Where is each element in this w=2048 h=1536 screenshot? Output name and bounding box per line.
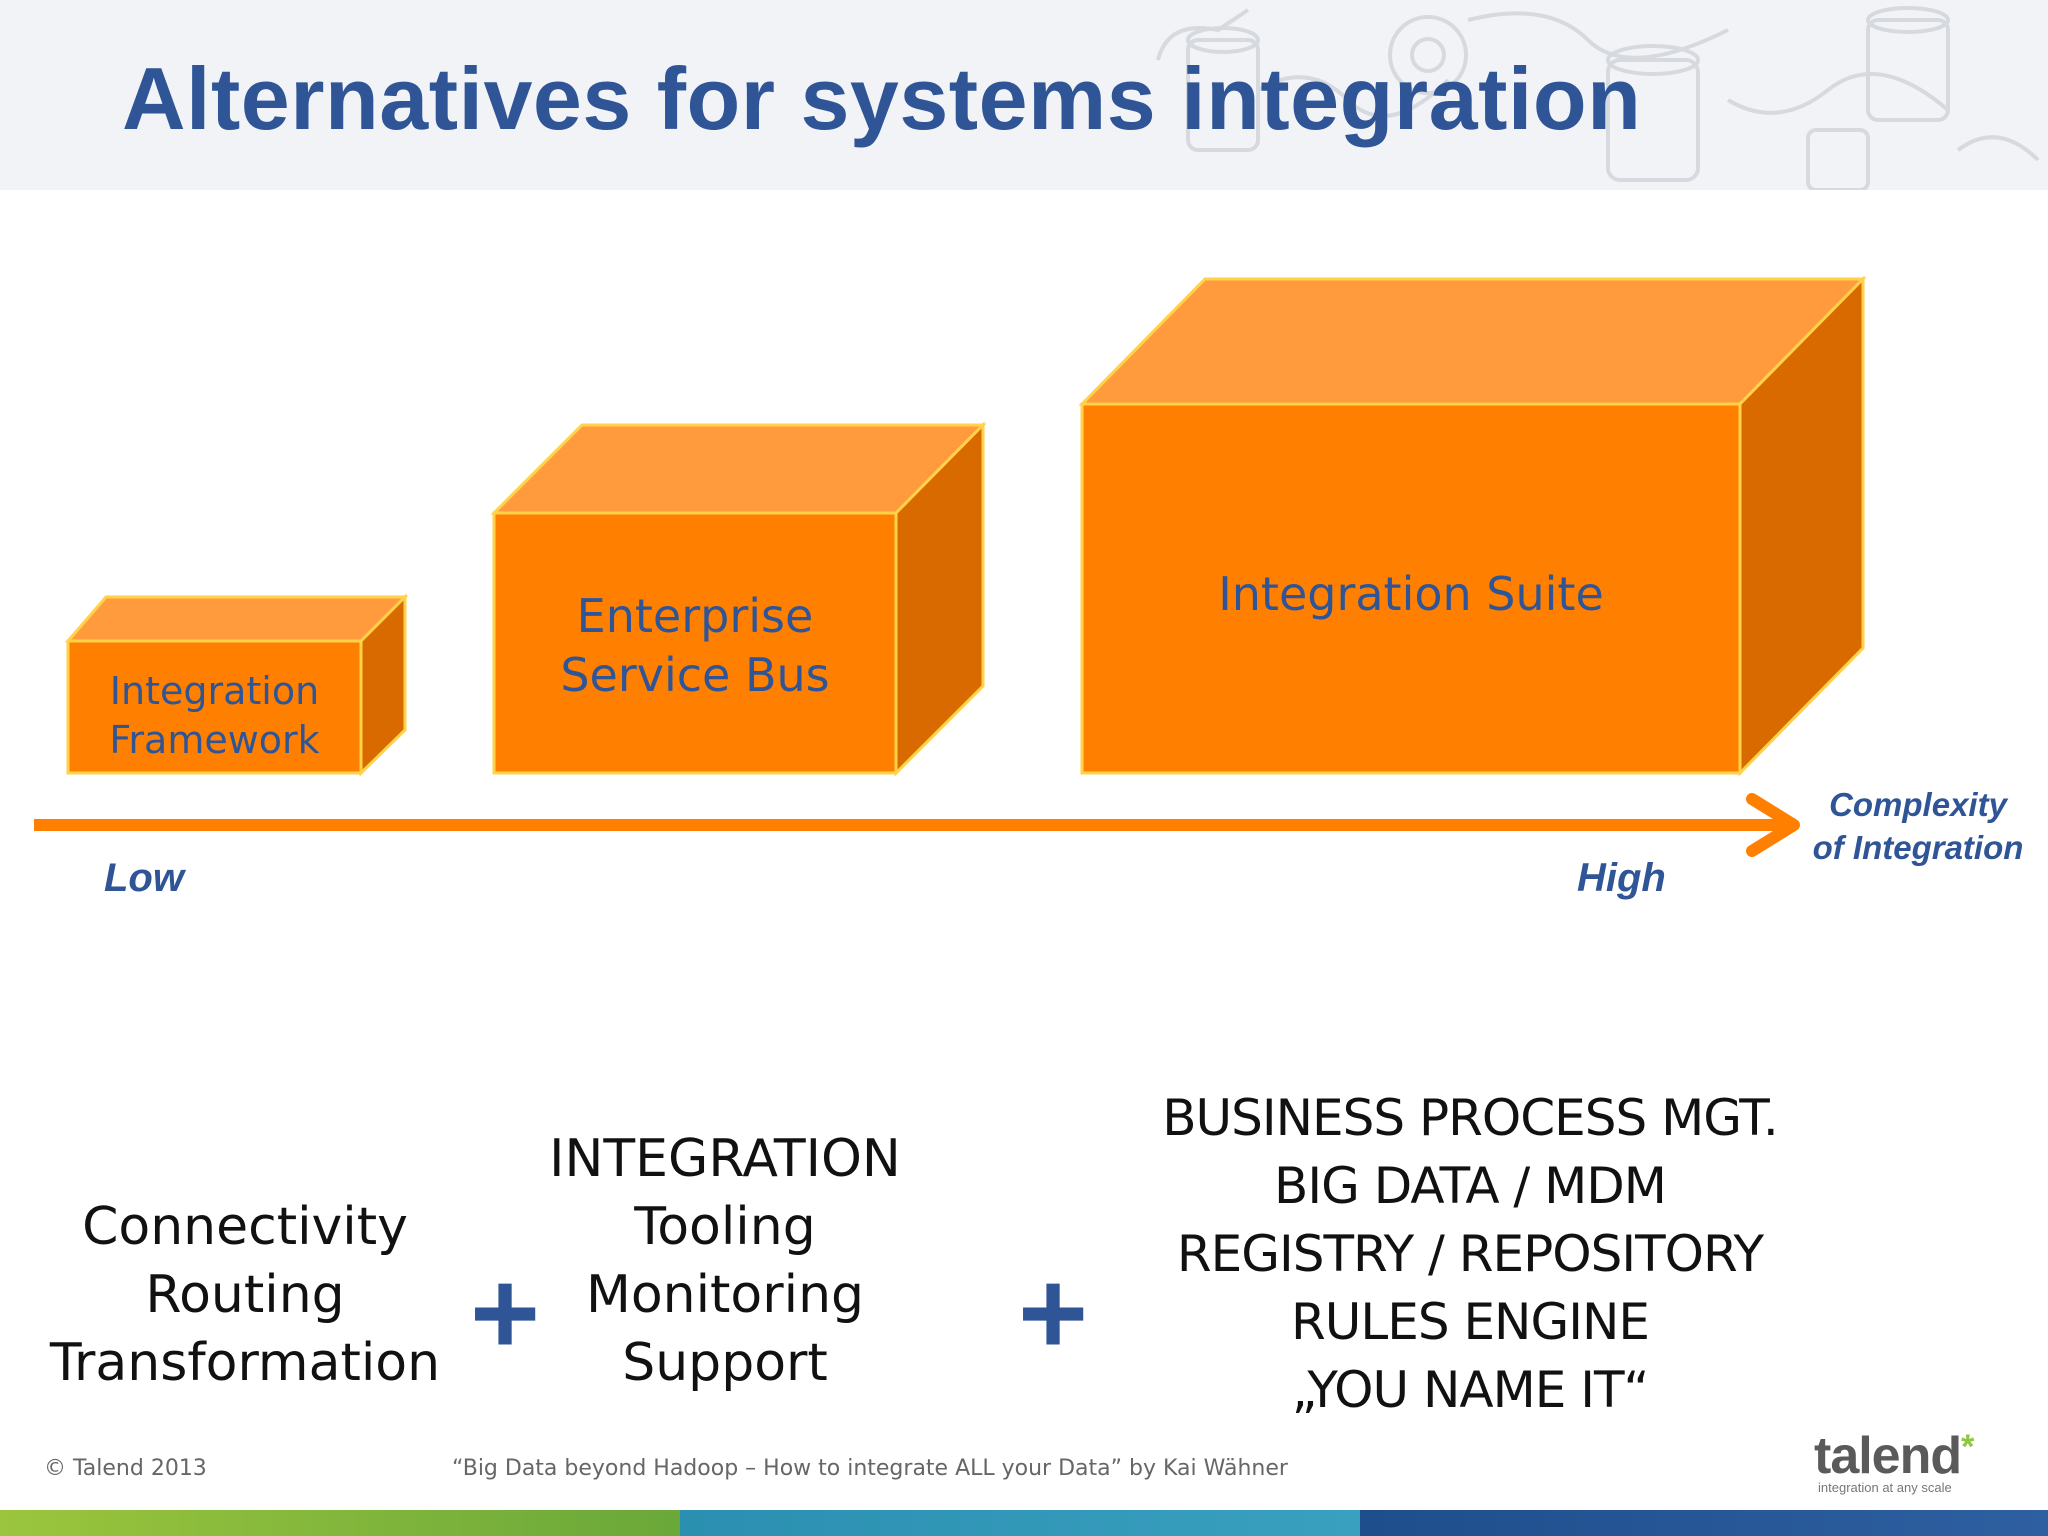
axis-label-line: of Integration — [1812, 828, 2024, 866]
feature-line: Transformation — [49, 1333, 441, 1393]
complexity-axis-arrow — [34, 793, 1800, 857]
axis-complexity-label: Complexity of Integration — [1800, 784, 2036, 870]
box-integration-suite — [1078, 275, 1867, 777]
footer-caption: “Big Data beyond Hadoop – How to integra… — [452, 1456, 1288, 1481]
box-front-face — [66, 639, 363, 775]
band-blue — [1360, 1510, 2048, 1536]
feature-line: RULES ENGINE — [1291, 1293, 1650, 1351]
plus-sign: + — [1018, 1246, 1089, 1380]
logo-word: talend — [1814, 1427, 1962, 1485]
feature-line: BUSINESS PROCESS MGT. — [1162, 1089, 1778, 1147]
box-enterprise-service-bus — [490, 421, 987, 777]
label-line: Framework — [109, 717, 320, 762]
feature-line: Support — [622, 1333, 828, 1393]
feature-line: INTEGRATION — [549, 1129, 901, 1189]
copyright-text: © Talend 2013 — [44, 1456, 207, 1481]
logo-star-icon: * — [1961, 1428, 1974, 1466]
feature-line: Monitoring — [585, 1265, 865, 1325]
features-esb: INTEGRATION Tooling Monitoring Support — [520, 1125, 930, 1397]
label-integration-framework: Integration Framework — [68, 667, 361, 764]
header-band: Alternatives for systems integration — [0, 0, 2048, 190]
box-front-face — [492, 511, 898, 775]
axis-high-label: High — [1577, 856, 1666, 900]
label-line: Integration Suite — [1218, 567, 1604, 621]
label-line: Enterprise — [576, 589, 814, 643]
band-teal — [680, 1510, 1360, 1536]
box-top-face — [64, 595, 409, 643]
feature-line: Tooling — [634, 1197, 816, 1257]
features-framework: Connectivity Routing Transformation — [40, 1193, 450, 1397]
talend-logo: talend* integration at any scale — [1814, 1427, 1974, 1495]
axis-low-label: Low — [104, 856, 184, 900]
label-integration-suite: Integration Suite — [1082, 565, 1740, 624]
sketch-illustration — [1156, 6, 2040, 190]
band-green — [0, 1510, 680, 1536]
label-line: Service Bus — [560, 647, 830, 702]
bottom-color-band — [0, 1510, 2048, 1536]
box-front-face — [1080, 402, 1742, 775]
label-enterprise-service-bus: Enterprise Service Bus — [494, 587, 896, 705]
feature-line: „YOU NAME IT“ — [1291, 1361, 1650, 1419]
arrow-head — [1746, 793, 1800, 857]
plus-sign: + — [470, 1246, 541, 1380]
box-integration-framework — [64, 593, 409, 777]
slide-title: Alternatives for systems integration — [122, 49, 1642, 148]
integration-complexity-diagram — [34, 275, 1867, 857]
feature-line: BIG DATA / MDM — [1274, 1157, 1667, 1215]
label-line: Integration — [109, 669, 320, 713]
box-top-face — [1078, 277, 1867, 406]
feature-line: REGISTRY / REPOSITORY — [1176, 1225, 1764, 1283]
feature-line: Connectivity — [82, 1197, 408, 1257]
axis-label-line: Complexity — [1829, 786, 2007, 823]
logo-tagline: integration at any scale — [1818, 1480, 1952, 1495]
feature-line: Routing — [145, 1265, 345, 1325]
features-suite: BUSINESS PROCESS MGT. BIG DATA / MDM REG… — [1110, 1084, 1830, 1424]
